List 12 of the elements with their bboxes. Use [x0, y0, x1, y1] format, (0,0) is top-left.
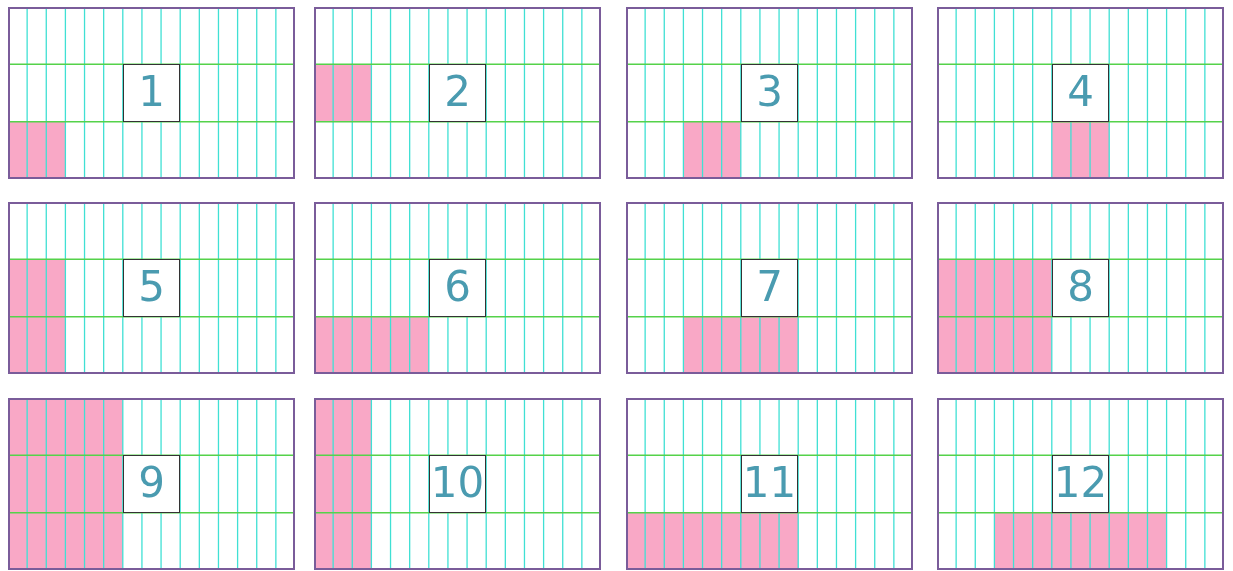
number-box: 12 — [1051, 455, 1110, 513]
number-box: 1 — [122, 64, 181, 122]
number-box: 9 — [122, 455, 181, 513]
number-box: 5 — [122, 259, 181, 317]
number-box: 7 — [740, 259, 799, 317]
number-box: 4 — [1051, 64, 1110, 122]
number-box: 3 — [740, 64, 799, 122]
number-box: 11 — [740, 455, 799, 513]
number-box: 2 — [428, 64, 487, 122]
number-box: 8 — [1051, 259, 1110, 317]
number-box: 6 — [428, 259, 487, 317]
number-box: 10 — [428, 455, 487, 513]
